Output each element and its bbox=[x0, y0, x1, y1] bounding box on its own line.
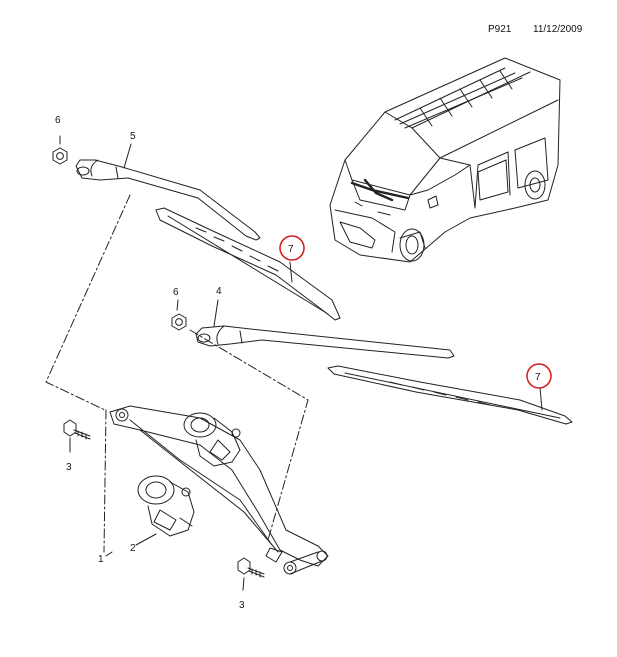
highlight-group bbox=[279, 235, 552, 389]
wiper-blade-icon bbox=[327, 365, 573, 425]
wiper-arm-icon bbox=[75, 143, 261, 241]
callout-6-upper: 6 bbox=[55, 115, 61, 126]
van-icon bbox=[329, 57, 561, 263]
callout-5: 5 bbox=[130, 131, 136, 142]
callout-7-upper: 7 bbox=[288, 244, 294, 255]
callout-3-bottom: 3 bbox=[239, 600, 245, 611]
assembly-outline bbox=[45, 194, 309, 553]
bolt-icon bbox=[237, 557, 265, 591]
leader-line bbox=[105, 533, 157, 557]
nut-icon bbox=[171, 299, 187, 331]
bolt-icon bbox=[63, 419, 91, 453]
callout-6-middle: 6 bbox=[173, 287, 179, 298]
wiper-blade-icon bbox=[155, 207, 341, 321]
highlight-circle bbox=[526, 363, 552, 389]
van-wiper-icon bbox=[350, 178, 410, 202]
highlight-circle bbox=[279, 235, 305, 261]
wiper-motor-icon bbox=[183, 412, 241, 467]
callout-2: 2 bbox=[130, 543, 136, 554]
page-code: P921 bbox=[488, 24, 512, 35]
callout-4: 4 bbox=[216, 286, 222, 297]
callout-labels: 6 5 7 6 4 7 3 1 2 3 bbox=[55, 115, 541, 611]
callout-3-left: 3 bbox=[66, 462, 72, 473]
callout-1: 1 bbox=[98, 554, 104, 565]
wiper-arm-icon bbox=[195, 299, 455, 359]
wiper-linkage-icon bbox=[109, 405, 329, 575]
nut-icon bbox=[52, 135, 68, 165]
diagram-date: 11/12/2009 bbox=[533, 24, 583, 35]
wiper-motor-icon bbox=[137, 475, 195, 537]
callout-7-lower: 7 bbox=[535, 372, 541, 383]
